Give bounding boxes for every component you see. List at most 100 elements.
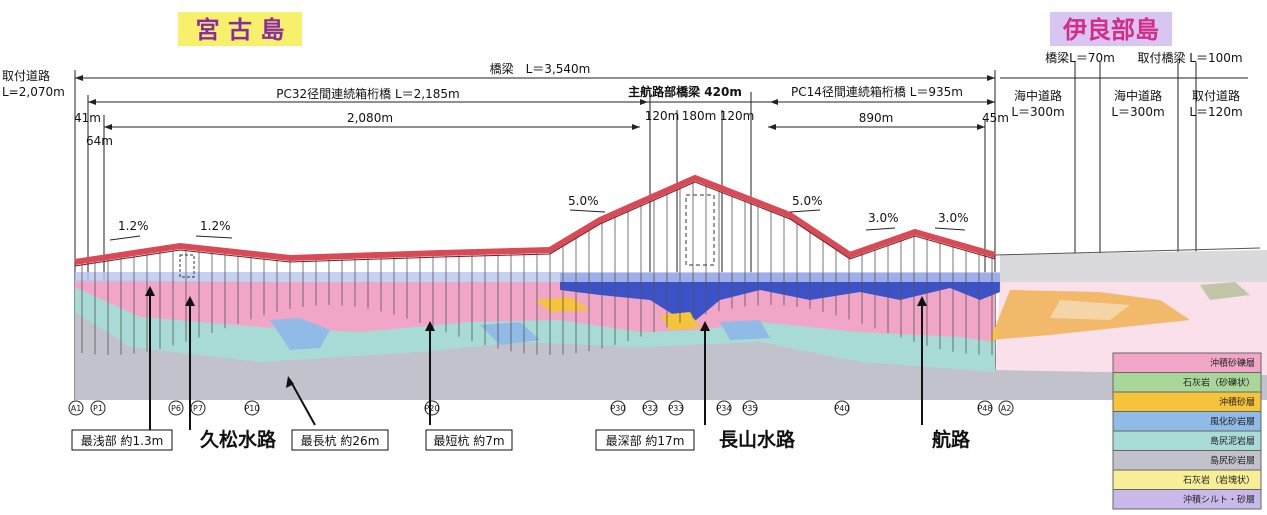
access-road-left-length: L=2,070m — [2, 85, 65, 99]
span-890-label: 890m — [859, 111, 894, 125]
pier-piles — [81, 181, 993, 355]
kumatsu-clearance-box — [179, 254, 195, 278]
shallowest-label: 最浅部 約1.3m — [81, 433, 164, 448]
right-road-line — [994, 247, 1261, 256]
annotation-arrowheads — [145, 286, 927, 388]
main-span-label: 主航路部橋梁 420m — [628, 84, 742, 99]
pier-label-p1: P1 — [93, 404, 103, 413]
right-title-banner — [1050, 12, 1172, 46]
layer-sea — [560, 273, 1000, 325]
layer-weathered-sandstone-3 — [720, 320, 770, 340]
pier-marker-circle — [424, 400, 440, 416]
kumatsu-channel-label: 久松水路 — [200, 428, 277, 451]
pier-marker-circle — [668, 400, 684, 416]
dimension-arrows — [75, 75, 995, 130]
access-road-right-length: L＝120m — [1189, 105, 1242, 119]
legend-label: 島尻砂岩層 — [1210, 455, 1255, 467]
pier-marker-circle — [834, 400, 850, 416]
layer-limestone-block — [1050, 300, 1130, 320]
pier-marker-circle — [168, 400, 184, 416]
legend-label: 石灰岩（砂礫状） — [1183, 377, 1255, 389]
longest-pile-box — [291, 429, 389, 451]
shortest-pile-box — [425, 429, 513, 451]
layer-shimajiri-sandstone — [75, 310, 1267, 400]
grade-2: 1.2% — [200, 219, 231, 233]
pier-label-p33: P33 — [668, 404, 683, 413]
span-120b-label: 120m — [720, 109, 755, 123]
legend-swatch — [1112, 489, 1262, 510]
layer-weathered-sandstone-2 — [480, 322, 540, 345]
span-2080-label: 2,080m — [347, 111, 393, 125]
right-island-title: 伊良部島 — [1062, 16, 1159, 44]
grade-6: 3.0% — [938, 211, 969, 225]
pier-marker-circle — [742, 400, 758, 416]
pier-label-p34: P34 — [716, 404, 731, 413]
pier-label-a1: A1 — [71, 404, 82, 413]
pier-marker-circle — [998, 400, 1014, 416]
sea-road-1-length: L＝300m — [1011, 105, 1064, 119]
layer-weathered-sandstone — [270, 318, 330, 350]
grade-1: 1.2% — [118, 219, 149, 233]
pier-labels: A1 P1 P6 P7 P10 P20 P30 P32 P33 P34 P35 P40 P48 A2 — [68, 400, 1014, 416]
left-island-title: 宮 古 島 — [196, 16, 285, 44]
sea-road-2-length: L＝300m — [1111, 105, 1164, 119]
pier-label-p20: P20 — [424, 404, 439, 413]
shortest-pile-label: 最短杭 約7m — [433, 433, 504, 448]
sea-road-1-label: 海中道路 — [1014, 88, 1062, 103]
span-180-label: 180m — [682, 109, 717, 123]
span-45-label: 45m — [982, 111, 1009, 125]
legend-label: 沖積シルト・砂層 — [1183, 494, 1255, 506]
span-41-label: 41m — [74, 111, 101, 125]
grade-4: 5.0% — [792, 194, 823, 208]
nagayama-channel-label: 長山水路 — [719, 428, 796, 451]
bridge-deck — [74, 174, 996, 265]
pier-label-p32: P32 — [642, 404, 657, 413]
legend-label: 沖積砂層 — [1219, 396, 1255, 408]
navigation-clearance-box — [685, 194, 715, 266]
bridge-70-label: 橋梁L＝70m — [1045, 50, 1115, 65]
pc14-bridge-label: PC14径間連続箱桁橋 L＝935m — [791, 84, 963, 99]
pier-label-p30: P30 — [610, 404, 625, 413]
pier-label-a2: A2 — [1001, 404, 1012, 413]
geology-layers — [75, 250, 1267, 400]
access-road-left-label: 取付道路 — [2, 68, 50, 83]
pier-label-p6: P6 — [171, 404, 181, 413]
sea-road-2-label: 海中道路 — [1114, 88, 1162, 103]
pier-marker-circle — [642, 400, 658, 416]
bridge-deck-edge — [74, 181, 996, 267]
grade-arrows — [109, 209, 966, 241]
left-title-banner — [178, 12, 302, 46]
span-120a-label: 120m — [645, 109, 680, 123]
access-road-right-label: 取付道路 — [1192, 88, 1240, 103]
pc32-bridge-label: PC32径間連続箱桁橋 L＝2,185m — [276, 86, 459, 101]
pier-marker-circle — [977, 400, 993, 416]
layer-mudstone — [75, 285, 995, 372]
layer-silt — [1000, 250, 1267, 282]
pier-marker-circle — [610, 400, 626, 416]
span-64-label: 64m — [86, 134, 113, 148]
legend-label: 島尻泥岩層 — [1210, 435, 1255, 447]
pier-marker-circle — [90, 400, 106, 416]
pier-label-p10: P10 — [244, 404, 259, 413]
grade-5: 3.0% — [868, 211, 899, 225]
pier-label-p40: P40 — [834, 404, 849, 413]
pier-marker-circle — [68, 400, 84, 416]
pier-label-p7: P7 — [193, 404, 203, 413]
pier-label-p35: P35 — [742, 404, 757, 413]
layer-right-island-gravel — [995, 282, 1267, 375]
legend-label: 沖積砂礫層 — [1210, 357, 1255, 369]
deepest-label: 最深部 約17m — [606, 433, 685, 448]
pier-marker-circle — [244, 400, 260, 416]
layer-sea-surface — [75, 272, 1000, 282]
grade-3: 5.0% — [568, 194, 599, 208]
route-label: 航路 — [932, 428, 971, 451]
access-bridge-label: 取付橋梁 L＝100m — [1137, 50, 1242, 65]
legend-label: 石灰岩（岩塊状） — [1183, 474, 1255, 486]
layer-limestone-gravel — [1200, 282, 1250, 300]
pier-label-p48: P48 — [977, 404, 992, 413]
legend-label: 風化砂岩層 — [1210, 416, 1255, 428]
shallowest-box — [71, 429, 173, 451]
